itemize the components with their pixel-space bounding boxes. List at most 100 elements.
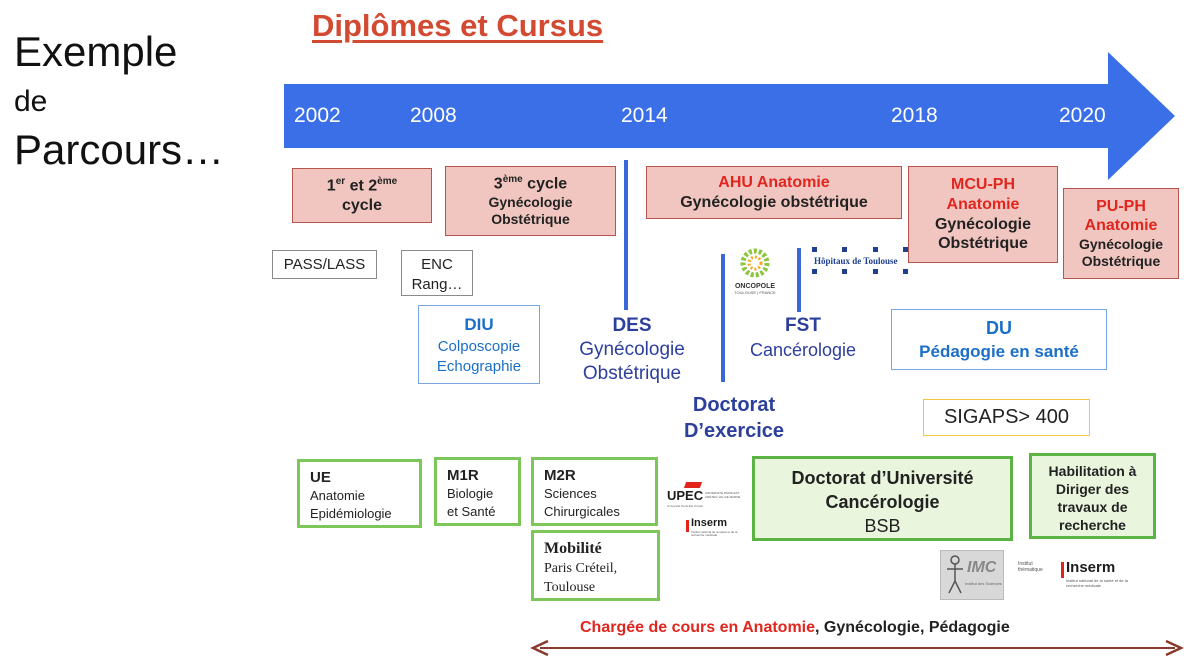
m2r-title: M2R bbox=[544, 467, 576, 484]
doctorat-line2: D’exercice bbox=[683, 420, 785, 442]
upec-accent bbox=[683, 482, 703, 488]
ahu-line2: Gynécologie obstétrique bbox=[680, 193, 868, 211]
hopitaux-logo: Hôpitaux de Toulouse bbox=[812, 247, 908, 275]
ue-box: UE Anatomie Epidémiologie bbox=[297, 459, 422, 528]
ue-title: UE bbox=[310, 469, 331, 486]
upec-sub: UNIVERSITÉ PARIS-EST CRÉTEIL VAL DE MARN… bbox=[705, 491, 741, 499]
pass-box: PASS/LASS bbox=[272, 250, 377, 279]
cycle-1-2-sup1: er bbox=[335, 175, 346, 187]
cycle-1-2-box: 1er et 2ème cycle bbox=[292, 168, 432, 223]
du-univ-line3: BSB bbox=[864, 516, 901, 536]
inserm-sub: Institut national de la santé et de la r… bbox=[1066, 578, 1128, 588]
du-line1: Pédagogie en santé bbox=[919, 342, 1079, 361]
side-label-line1: Exemple bbox=[14, 28, 178, 75]
du-box: DU Pédagogie en santé bbox=[891, 309, 1107, 370]
ue-line2: Epidémiologie bbox=[310, 506, 392, 521]
enc-box: ENC Rang… bbox=[401, 250, 473, 296]
inserm-small-sub: Institut national de la santé et de la r… bbox=[691, 530, 738, 537]
mobilite-line2: Toulouse bbox=[544, 580, 596, 595]
year-2018: 2018 bbox=[891, 104, 938, 127]
page-title: Diplômes et Cursus bbox=[312, 8, 604, 43]
imc-name: IMC bbox=[967, 559, 997, 576]
doctorat-exercice: Doctorat D’exercice bbox=[664, 392, 804, 444]
inserm-small-bar bbox=[686, 520, 689, 532]
imc-sub: Institut des Sciences bbox=[965, 581, 1002, 586]
des-block: DES Gynécologie Obstétrique bbox=[568, 314, 696, 386]
hdr-line4: recherche bbox=[1059, 517, 1126, 533]
teaching-part1: Chargée de cours en Anatomie bbox=[580, 619, 816, 636]
upec-side: Université Paris-Est Créteil bbox=[667, 504, 703, 508]
fst-title: FST bbox=[785, 315, 821, 336]
mcu-line1: MCU-PH bbox=[951, 176, 1015, 194]
inserm-bar bbox=[1061, 562, 1064, 578]
mobilite-box: Mobilité Paris Créteil, Toulouse bbox=[531, 530, 660, 601]
sigaps-box: SIGAPS> 400 bbox=[923, 399, 1090, 436]
upec-logo: UPEC UNIVERSITÉ PARIS-EST CRÉTEIL VAL DE… bbox=[663, 478, 745, 508]
enc-line1: ENC bbox=[421, 256, 453, 273]
hdr-line1: Habilitation à bbox=[1048, 463, 1137, 479]
enc-line2: Rang… bbox=[411, 275, 463, 293]
cycle-1-2-b: et 2 bbox=[345, 177, 378, 195]
pu-line3: Gynécologie bbox=[1078, 235, 1164, 252]
cycle-3-line2: Gynécologie bbox=[488, 193, 573, 210]
cycle-3-box: 3ème cycle Gynécologie Obstétrique bbox=[445, 166, 616, 236]
cycle-1-2-sup2: ème bbox=[377, 175, 398, 187]
side-label-line3: Parcours… bbox=[14, 126, 225, 173]
du-title: DU bbox=[986, 318, 1012, 338]
cycle-3-line1: 3ème cycle bbox=[494, 174, 567, 194]
m1r-line1: Biologie bbox=[447, 486, 494, 501]
pu-box: PU-PH Anatomie Gynécologie Obstétrique bbox=[1063, 188, 1179, 279]
doctorat-universite-box: Doctorat d’Université Cancérologie BSB bbox=[752, 456, 1013, 541]
mobilite-title: Mobilité bbox=[544, 540, 602, 557]
side-label: Exemple de Parcours… bbox=[14, 28, 224, 174]
m1r-box: M1R Biologie et Santé bbox=[434, 457, 521, 526]
m2r-line1: Sciences bbox=[544, 486, 597, 501]
pu-line4: Obstétrique bbox=[1081, 253, 1161, 270]
du-univ-line1: Doctorat d’Université bbox=[791, 468, 974, 488]
mcu-line3: Gynécologie bbox=[934, 215, 1032, 233]
oncopole-sub: TOULOUSE | FRANCE bbox=[734, 290, 776, 295]
inserm-small-name: Inserm bbox=[691, 517, 728, 529]
mcu-line2: Anatomie bbox=[946, 195, 1020, 213]
skeleton-icon bbox=[947, 555, 963, 594]
pu-line1: PU-PH bbox=[1096, 197, 1146, 215]
mcu-line4: Obstétrique bbox=[938, 235, 1028, 253]
hdr-line3: travaux de bbox=[1057, 499, 1128, 515]
cycle-3-sup: ème bbox=[502, 174, 523, 185]
ahu-line1: AHU Anatomie bbox=[718, 173, 830, 191]
cycle-1-2-line2: cycle bbox=[341, 196, 383, 214]
diu-line2: Echographie bbox=[436, 358, 522, 375]
cycle-3-line3: Obstétrique bbox=[491, 210, 570, 227]
mcu-box: MCU-PH Anatomie Gynécologie Obstétrique bbox=[908, 166, 1058, 263]
hopitaux-name: Hôpitaux de Toulouse bbox=[814, 256, 898, 266]
year-2020: 2020 bbox=[1059, 104, 1106, 127]
des-line2: Obstétrique bbox=[582, 363, 682, 384]
imc-logo: IMC Institut des Sciences bbox=[940, 550, 1004, 600]
des-line1: Gynécologie bbox=[579, 339, 685, 360]
oncopole-logo: ONCOPOLE TOULOUSE | FRANCE bbox=[733, 248, 777, 295]
cycle-3-b: cycle bbox=[522, 175, 568, 193]
teaching-label: Chargée de cours en Anatomie, Gynécologi… bbox=[580, 619, 1010, 637]
m1r-line2: et Santé bbox=[447, 504, 496, 519]
fst-line1: Cancérologie bbox=[749, 340, 857, 360]
m2r-box: M2R Sciences Chirurgicales bbox=[531, 457, 658, 526]
diu-box: DIU Colposcopie Echographie bbox=[418, 305, 540, 384]
inserm-logo-small: Inserm Institut national de la santé et … bbox=[662, 516, 742, 540]
doctorat-line1: Doctorat bbox=[692, 394, 776, 416]
side-label-line2: de bbox=[14, 85, 48, 118]
hdr-line2: Diriger des bbox=[1055, 481, 1130, 497]
year-2014: 2014 bbox=[621, 104, 668, 127]
inserm-name: Inserm bbox=[1066, 559, 1116, 576]
cycle-3-a: 3 bbox=[493, 175, 503, 193]
m1r-title: M1R bbox=[447, 467, 479, 484]
mobilite-line1: Paris Créteil, bbox=[544, 561, 618, 576]
cycle-1-2-line1: 1er et 2ème bbox=[327, 176, 397, 196]
doctorat-divider bbox=[721, 254, 725, 382]
ue-line1: Anatomie bbox=[310, 488, 365, 503]
hopitaux-dots-bottom bbox=[812, 269, 908, 274]
year-2002: 2002 bbox=[294, 104, 341, 127]
m2r-line2: Chirurgicales bbox=[544, 504, 620, 519]
upec-name: UPEC bbox=[667, 488, 704, 503]
diu-line1: Colposcopie bbox=[437, 338, 521, 355]
